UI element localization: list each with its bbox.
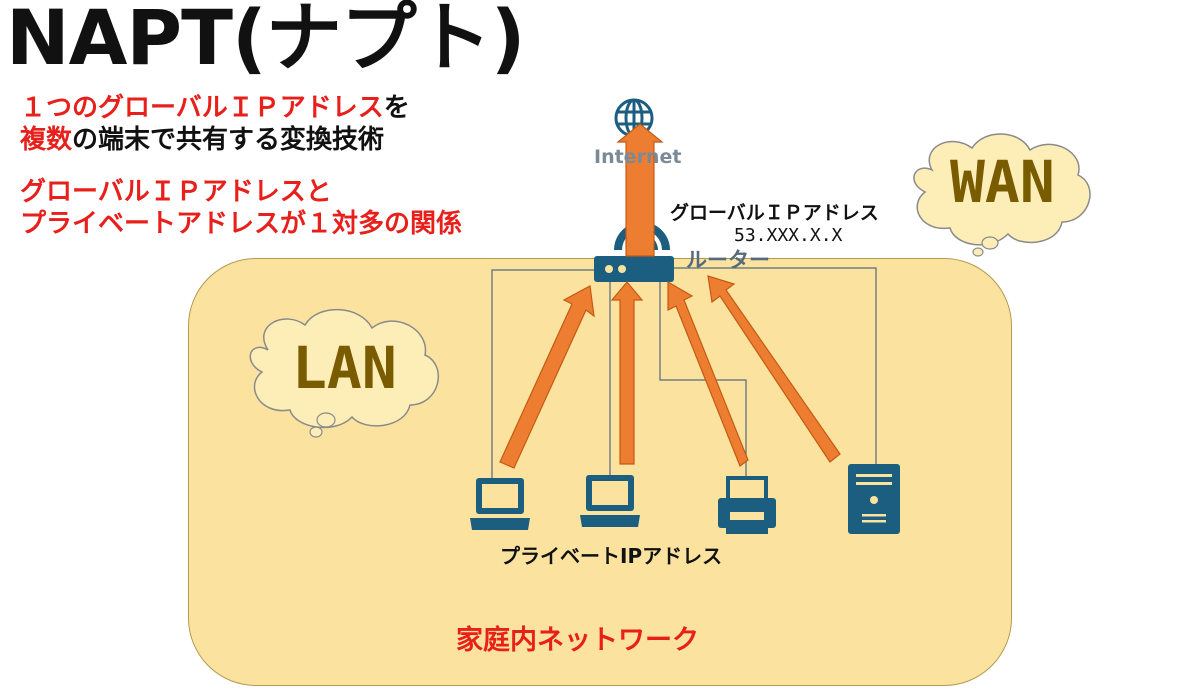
wan-label: WAN — [950, 148, 1055, 216]
internet-label: Internet — [594, 146, 682, 168]
description-line-1-highlight: １つのグローバルＩＰアドレス — [20, 93, 384, 123]
line-server — [670, 267, 877, 465]
description-line-2-rest: の端末で共有する変換技術 — [72, 125, 385, 155]
line-laptop-1 — [491, 269, 600, 478]
laptop-icon — [470, 478, 530, 530]
router-icon — [594, 256, 674, 282]
description-line-2: 複数の端末で共有する変換技術 — [20, 124, 384, 156]
home-network-label: 家庭内ネットワーク — [456, 625, 699, 656]
arrow-server — [707, 275, 841, 463]
lan-label: LAN — [292, 334, 397, 402]
page-title: NAPT(ナプト) — [6, 0, 525, 82]
printer-icon — [718, 476, 776, 534]
arrow-printer — [667, 280, 749, 467]
arrow-laptop-2 — [610, 281, 644, 465]
wan-cloud-shape — [913, 133, 1091, 257]
description-line-2-highlight: 複数 — [20, 125, 73, 155]
arrow-laptop-1 — [499, 285, 595, 469]
lan-cloud-shape — [249, 308, 440, 438]
laptop-icon — [580, 475, 640, 527]
router-label: ルーター — [686, 248, 770, 272]
description-line-1-rest: を — [383, 93, 410, 123]
server-icon — [848, 464, 900, 534]
description-line-1: １つのグローバルＩＰアドレスを — [20, 92, 410, 124]
description-line-4: プライベートアドレスが１対多の関係 — [20, 209, 463, 239]
private-ip-label: プライベートIPアドレス — [500, 544, 723, 568]
connection-lines — [491, 267, 877, 478]
arrows — [499, 123, 841, 469]
global-ip-label: グローバルＩＰアドレス — [670, 202, 879, 224]
line-printer — [659, 280, 747, 478]
arrow-router-to-internet — [616, 123, 664, 257]
description-line-3: グローバルＩＰアドレスと — [20, 177, 332, 207]
global-ip-value: 53.XXX.X.X — [734, 225, 843, 246]
